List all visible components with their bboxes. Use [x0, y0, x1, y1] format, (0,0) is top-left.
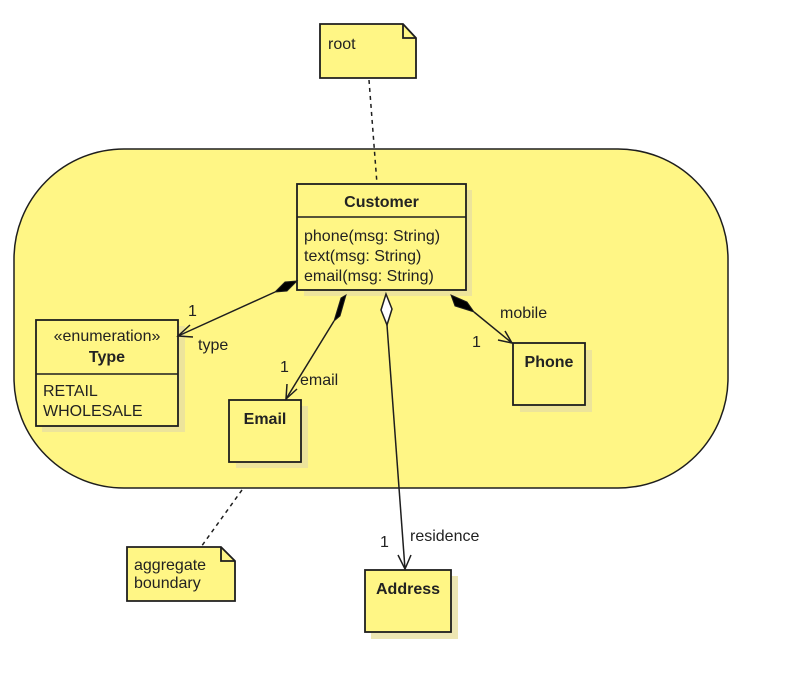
association-line	[473, 311, 513, 344]
class-name: Type	[89, 349, 125, 366]
association-address[interactable]: 1 residence	[380, 291, 479, 571]
note-fold	[220, 547, 235, 562]
open-arrowhead-icon	[497, 330, 514, 345]
note-shape	[319, 23, 417, 79]
boundary-note-line-2: boundary	[134, 575, 201, 592]
association-email[interactable]: 1 email	[280, 293, 347, 401]
boundary-note-line-1: aggregate	[134, 557, 206, 574]
class-phone[interactable]: Phone	[512, 342, 592, 412]
composition-diamond-icon	[333, 293, 347, 323]
class-box	[512, 342, 586, 406]
aggregation-diamond-icon	[380, 291, 393, 328]
enum-literal: RETAIL	[43, 383, 98, 400]
operation: text(msg: String)	[304, 248, 421, 265]
role-name: mobile	[500, 305, 547, 322]
open-arrowhead-icon	[397, 554, 412, 571]
association-line	[386, 324, 406, 570]
class-name: Email	[244, 411, 287, 428]
composition-diamond-icon	[450, 294, 476, 313]
operation: email(msg: String)	[304, 268, 434, 285]
multiplicity: 1	[380, 534, 389, 551]
class-box	[364, 569, 452, 633]
multiplicity: 1	[280, 359, 289, 376]
open-arrowhead-icon	[176, 324, 194, 338]
class-email[interactable]: Email	[228, 399, 308, 468]
class-customer[interactable]: Customer phone(msg: String) text(msg: St…	[296, 183, 472, 296]
multiplicity: 1	[188, 303, 197, 320]
association-line	[177, 291, 276, 337]
composition-diamond-icon	[273, 280, 299, 293]
association-phone[interactable]: 1 mobile	[450, 294, 547, 351]
role-name: type	[198, 337, 228, 354]
aggregate-boundary-note[interactable]: aggregate boundary	[126, 546, 236, 602]
note-fold	[402, 24, 416, 39]
class-type-enumeration[interactable]: «enumeration» Type RETAIL WHOLESALE	[35, 319, 185, 432]
enum-literal: WHOLESALE	[43, 403, 143, 420]
role-name: email	[300, 372, 338, 389]
class-name: Address	[376, 581, 440, 598]
class-name: Phone	[525, 354, 574, 371]
note-shape	[126, 546, 236, 602]
class-name: Customer	[344, 194, 419, 211]
boundary-note-anchor-line	[200, 489, 243, 548]
open-arrowhead-icon	[285, 383, 298, 401]
root-note-anchor-line	[368, 79, 378, 185]
root-note[interactable]: root	[319, 23, 417, 79]
class-box	[296, 183, 467, 291]
class-box	[228, 399, 302, 463]
association-type[interactable]: 1 type	[176, 280, 299, 354]
root-note-text: root	[328, 36, 356, 53]
role-name: residence	[410, 528, 479, 545]
multiplicity: 1	[472, 334, 481, 351]
class-box	[35, 319, 179, 427]
class-address[interactable]: Address	[364, 569, 458, 639]
class-stereotype: «enumeration»	[54, 328, 161, 345]
association-line	[285, 320, 335, 400]
operation: phone(msg: String)	[304, 228, 440, 245]
